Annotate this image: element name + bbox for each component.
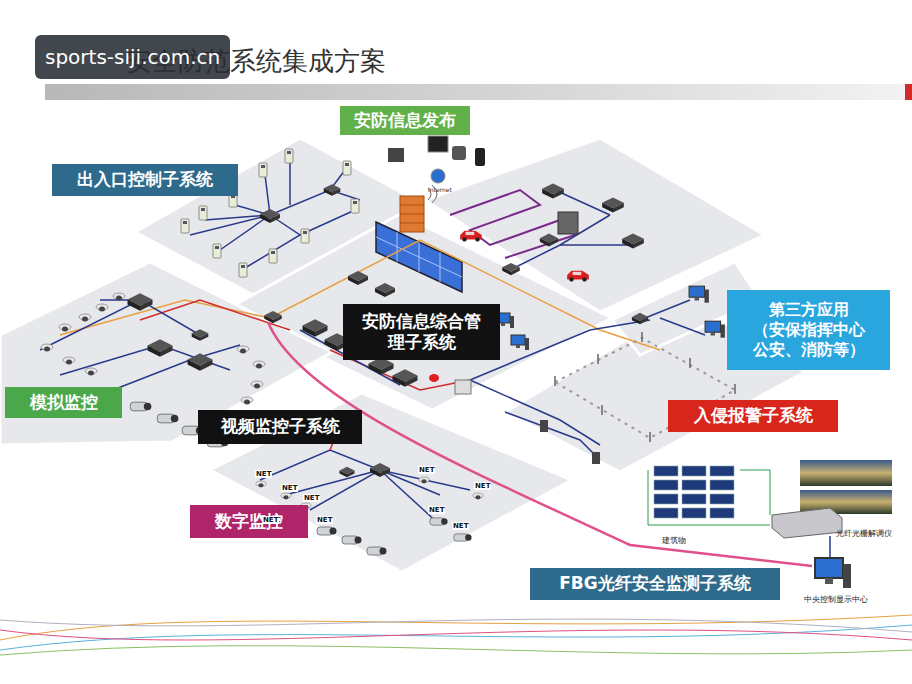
net-tag: NET xyxy=(452,522,469,530)
intrusion-label: 入侵报警子系统 xyxy=(668,400,838,432)
net-tag: NET xyxy=(474,482,491,490)
node-text: 出入口控制子系统 xyxy=(77,169,213,190)
net-tag: NET xyxy=(316,516,333,524)
node-text: 安防信息综合管理子系统 xyxy=(357,311,487,354)
net-tag: NET xyxy=(428,506,445,514)
video-label: 视频监控子系统 xyxy=(198,410,362,444)
node-text: FBG光纤安全监测子系统 xyxy=(559,573,751,594)
building-label: 建筑物 xyxy=(662,535,686,546)
net-tag: NET xyxy=(255,470,272,478)
watermark: sports-siji.com.cn xyxy=(35,35,230,79)
net-tag: NET xyxy=(262,516,279,524)
node-text: 第三方应用 （安保指挥中心 公安、消防等） xyxy=(751,300,866,360)
node-text: 视频监控子系统 xyxy=(221,416,340,437)
fbg-label: FBG光纤安全监测子系统 xyxy=(530,568,780,600)
publish-label: 安防信息发布 xyxy=(340,106,470,135)
net-tag: NET xyxy=(418,466,435,474)
analog-label: 模拟监控 xyxy=(5,387,122,418)
net-tag: NET xyxy=(303,494,320,502)
center-label: 中央控制显示中心 xyxy=(804,594,868,605)
net-tag: NET xyxy=(281,484,298,492)
third-party-label: 第三方应用 （安保指挥中心 公安、消防等） xyxy=(727,290,890,370)
node-text: 入侵报警子系统 xyxy=(694,405,813,426)
management-label: 安防信息综合管理子系统 xyxy=(343,304,500,360)
access-control-label: 出入口控制子系统 xyxy=(52,164,238,196)
device-label: 光纤光栅解调仪 xyxy=(836,528,892,539)
node-text: 安防信息发布 xyxy=(354,110,456,131)
internet-label: Internet xyxy=(428,186,452,193)
digital-label: 数字监控 xyxy=(190,505,308,538)
node-text: 模拟监控 xyxy=(30,392,98,413)
